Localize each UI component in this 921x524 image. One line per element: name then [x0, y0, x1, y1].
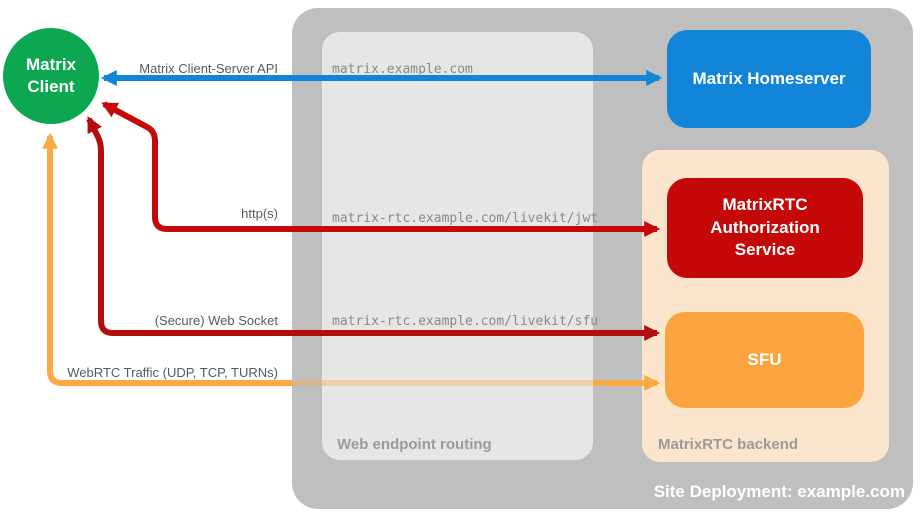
sfu-label: SFU — [747, 349, 782, 369]
site-deployment-label: Site Deployment: example.com — [653, 482, 905, 501]
matrix-client-label: Matrix Client — [25, 54, 77, 96]
webrtc-arrow-label: WebRTC Traffic (UDP, TCP, TURNs) — [67, 365, 278, 380]
matrixrtc-backend-label: MatrixRTC backend — [658, 436, 799, 453]
matrix-homeserver-label: Matrix Homeserver — [692, 68, 846, 88]
matrixrtc-authorization-service-node: MatrixRTC Authorization Service — [667, 178, 863, 278]
websocket-arrow-label: (Secure) Web Socket — [154, 313, 278, 328]
web-endpoint-routing-label: Web endpoint routing — [337, 436, 492, 453]
endpoint-url-livekit-jwt: matrix-rtc.example.com/livekit/jwt — [332, 211, 599, 226]
endpoint-url-livekit-sfu: matrix-rtc.example.com/livekit/sfu — [332, 314, 599, 329]
endpoint-url-homeserver: matrix.example.com — [332, 62, 473, 77]
webrtc-arrow — [42, 132, 292, 386]
https-arrow-label: http(s) — [241, 206, 278, 221]
matrix-homeserver-node: Matrix Homeserver — [667, 30, 871, 128]
client-server-api-arrow-label: Matrix Client-Server API — [139, 61, 278, 76]
matrixrtc-authorization-service-label: MatrixRTC Authorization Service — [710, 195, 820, 260]
web-endpoint-routing-box — [322, 32, 593, 460]
matrix-client-node: Matrix Client — [3, 28, 99, 124]
sfu-node: SFU — [665, 312, 864, 408]
